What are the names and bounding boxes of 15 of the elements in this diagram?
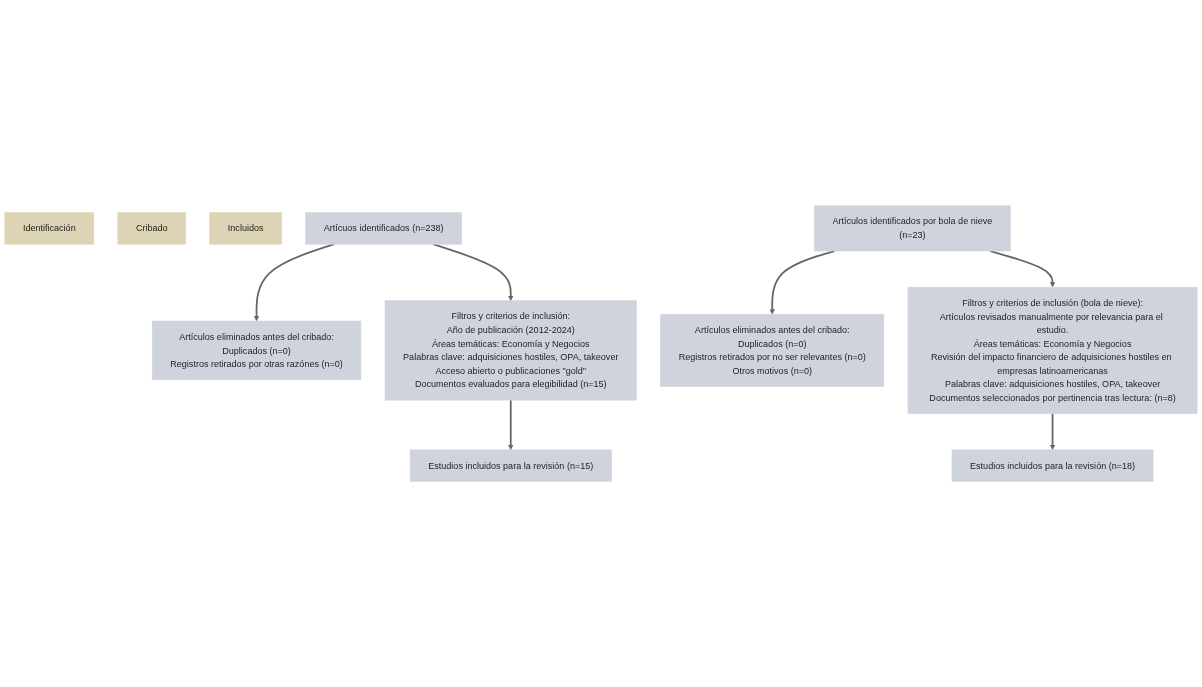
node-box: Artículos eliminados antes del cribado: Duplicados (n=0) Registros retirados por no ser relevantes (n=0) Otros motivos (n=0): [660, 313, 885, 387]
node-box: Artículos eliminados antes del cribado: Duplicados (n=0) Registros retirados por otras razónes (n=0): [151, 320, 362, 380]
node-box: Filtros y criterios de inclusión (bola de nieve): Artículos revisados manualmente por relevancia para el estudio. Áreas temáticas: Economía y Negocios Revisión del impacto financiero de adquisiciones hostiles en empresas latinoamericanas Palabras clave: adquisiciones hostiles, OPA, takeover Documentos seleccionados por pertinencia tras lectura: (n=8): [907, 286, 1198, 414]
node-box: Artículos identificados por bola de nieve (n=23): [814, 205, 1011, 252]
arrow: [508, 399, 514, 450]
node-box: Filtros y criterios de inclusión: Año de publicación (2012-2024) Áreas temáticas: Economía y Negocios Palabras clave: adquisiciones hostiles, OPA, takeover Acceso abierto o publicaciones "gold" Documentos evaluados para elegibilidad (n=15): [384, 300, 637, 401]
node-box: Identificación: [4, 212, 95, 245]
node-box: Estudios incluidos para la revisión (n=18): [951, 449, 1154, 482]
arrow: [769, 249, 836, 315]
arrow: [989, 249, 1056, 288]
node-box: Artícuos identificados (n=238): [305, 212, 462, 245]
node-box: Estudios incluidos para la revisión (n=15): [409, 449, 612, 482]
node-box: Incluidos: [209, 212, 282, 245]
arrow: [1049, 412, 1056, 450]
node-box: Cribado: [117, 212, 186, 245]
